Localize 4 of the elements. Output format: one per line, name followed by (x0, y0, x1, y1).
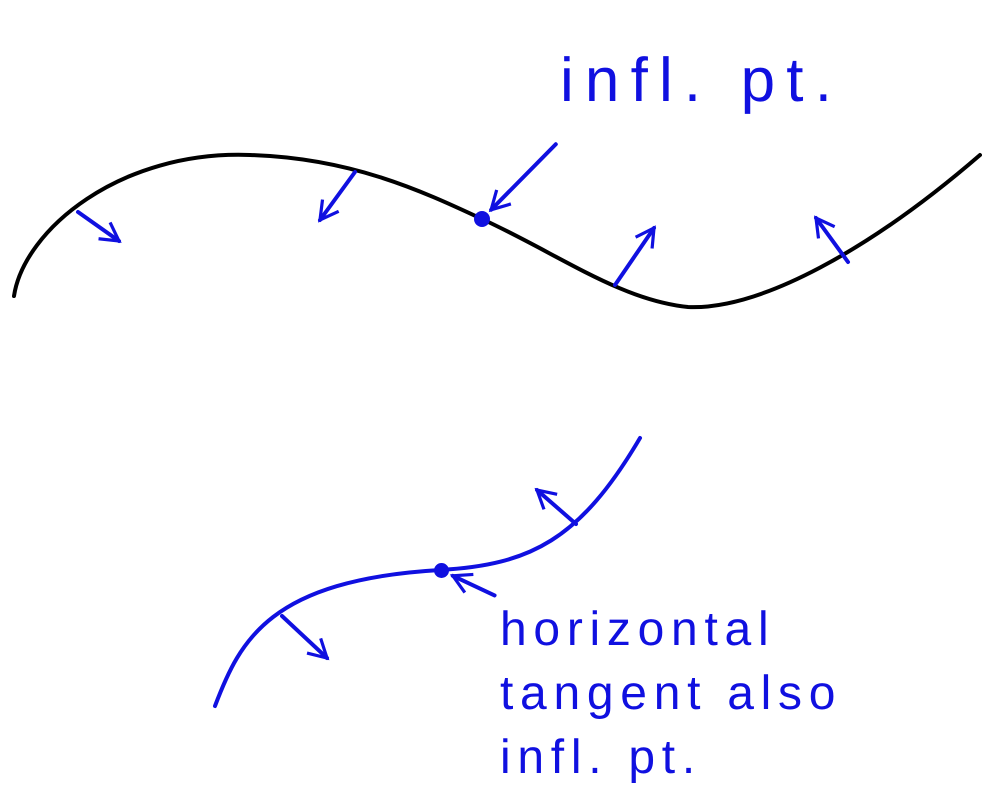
leader-arrow (489, 142, 558, 212)
annotation-text: infl. pt. (560, 50, 844, 112)
annotation-text: horizontal tangent also infl. pt. (500, 602, 844, 786)
leader-arrow (450, 572, 497, 598)
